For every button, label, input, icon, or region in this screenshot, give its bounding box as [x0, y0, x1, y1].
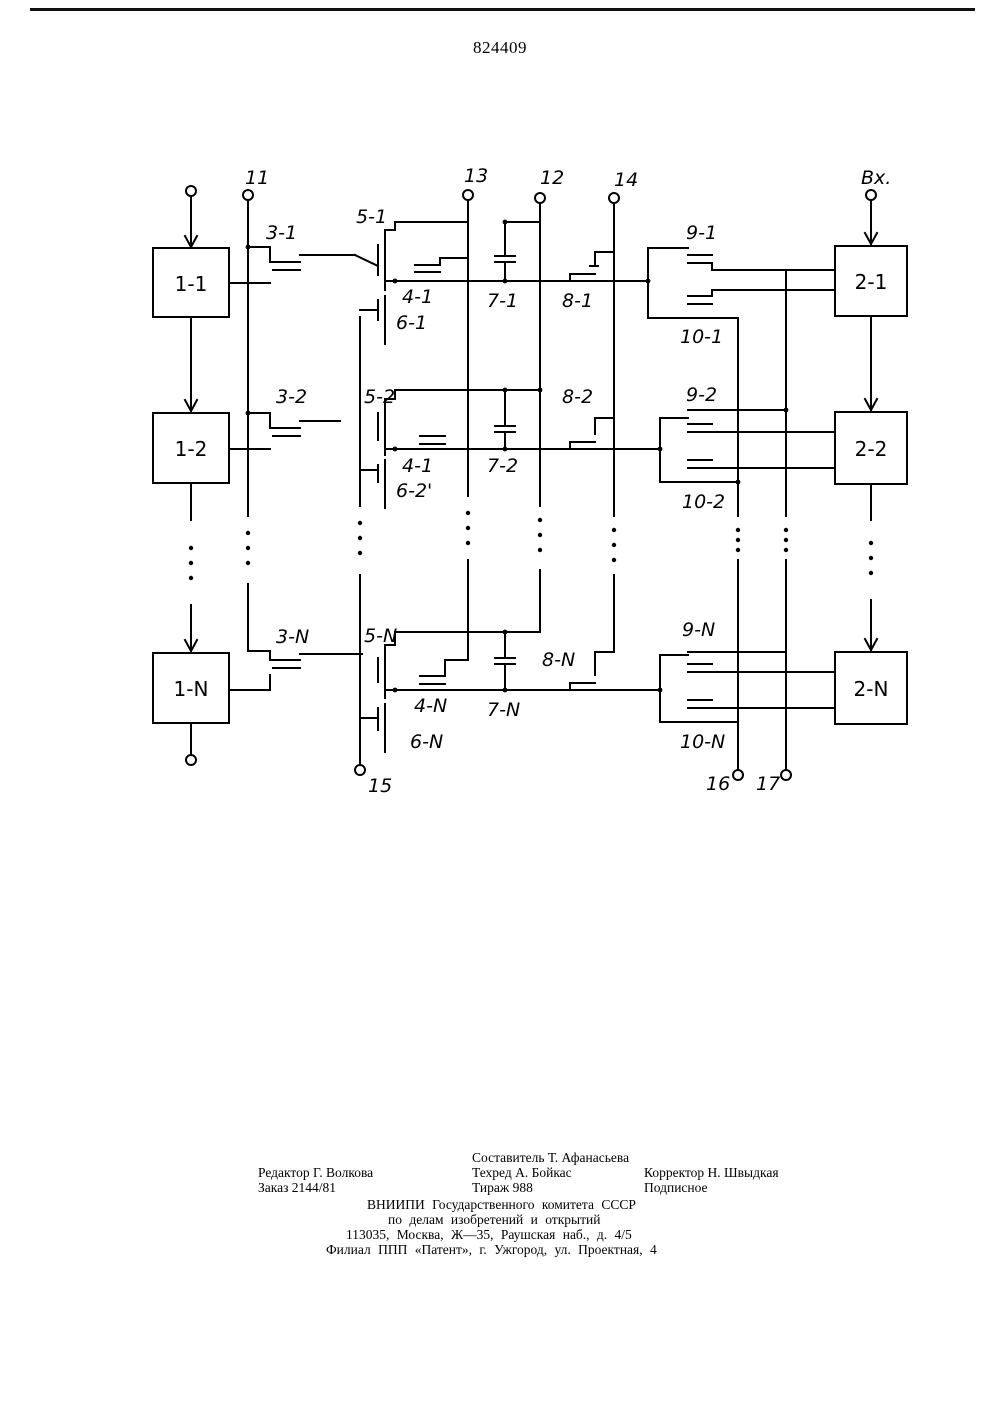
block-label-1-2: 1-2 [175, 437, 208, 461]
schematic-labels: 1-1 1-2 1-N 2-1 2-2 2-N 11 13 12 14 15 1… [174, 165, 892, 797]
label-8-1: 8-1 [562, 290, 593, 312]
label-7-2: 7-2 [487, 455, 518, 477]
input-label: Вх. [861, 167, 891, 189]
ellipsis-dots [869, 541, 873, 575]
block-label-1-N: 1-N [174, 677, 209, 701]
label-5-2: 5-2 [364, 386, 395, 408]
imprint-branch: Филиал ППП «Патент», г. Ужгород, ул. Про… [326, 1242, 657, 1257]
bus-11 [243, 190, 253, 651]
label-8-2: 8-2 [562, 386, 593, 408]
label-4-N: 4-N [414, 695, 447, 717]
cell-row-1 [360, 220, 570, 344]
ellipsis-dots [189, 546, 193, 580]
transistor-3-N [229, 651, 362, 690]
label-6-1: 6-1 [396, 312, 427, 334]
label-9-N: 9-N [682, 619, 715, 641]
label-7-N: 7-N [487, 699, 520, 721]
label-10-1: 10-1 [680, 326, 723, 348]
label-5-N: 5-N [364, 625, 397, 647]
bus-16 [733, 318, 743, 780]
label-8-N: 8-N [542, 649, 575, 671]
label-3-1: 3-1 [266, 222, 297, 244]
bus-label-12: 12 [540, 167, 564, 189]
label-6-2: 6-2' [396, 480, 432, 502]
label-10-2: 10-2 [682, 491, 725, 513]
bus-14 [609, 193, 619, 652]
transistor-8-N [570, 652, 660, 690]
transistor-3-1 [229, 245, 378, 283]
cell-row-N [360, 630, 570, 752]
label-3-2: 3-2 [276, 386, 307, 408]
bus-label-17: 17 [756, 773, 780, 795]
block-label-2-N: 2-N [854, 677, 889, 701]
output-terminal-left [186, 755, 196, 765]
label-5-1: 5-1 [356, 206, 387, 228]
imprint-address: 113035, Москва, Ж—35, Раушская наб., д. … [346, 1227, 632, 1242]
bus-13 [463, 190, 473, 660]
bus-label-16: 16 [706, 773, 730, 795]
transistor-pair-row-1 [646, 248, 835, 318]
label-9-1: 9-1 [686, 222, 717, 244]
input-terminal-right [866, 190, 876, 200]
label-9-2: 9-2 [686, 384, 717, 406]
transistor-8-1 [570, 252, 648, 281]
bus-label-11: 11 [245, 167, 269, 189]
label-7-1: 7-1 [487, 290, 518, 312]
bus-17 [781, 270, 791, 780]
imprint-org-line1: ВНИИПИ Государственного комитета СССР [367, 1197, 636, 1212]
block-label-2-2: 2-2 [855, 437, 888, 461]
imprint-compiler: Составитель Т. Афанасьева [472, 1150, 629, 1165]
imprint-print-run: Тираж 988 [472, 1180, 533, 1195]
transistor-pair-row-N [658, 652, 835, 722]
transistor-3-2 [229, 411, 340, 449]
label-4-2: 4-1 [402, 455, 433, 477]
imprint-order: Заказ 2144/81 [258, 1180, 336, 1195]
transistor-pair-row-2 [658, 410, 835, 482]
input-terminal-left [186, 186, 196, 196]
bus-12 [505, 193, 545, 632]
imprint-editor: Редактор Г. Волкова [258, 1165, 373, 1180]
block-label-1-1: 1-1 [175, 272, 208, 296]
bus-label-13: 13 [464, 165, 488, 187]
block-label-2-1: 2-1 [855, 270, 888, 294]
label-10-N: 10-N [680, 731, 725, 753]
label-6-N: 6-N [410, 731, 443, 753]
imprint-org-line2: по делам изобретений и открытий [388, 1212, 600, 1227]
label-3-N: 3-N [276, 626, 309, 648]
imprint-techred: Техред А. Бойкас [472, 1165, 572, 1180]
imprint-subscription: Подписное [644, 1180, 708, 1195]
bus-label-15: 15 [368, 775, 392, 797]
label-4-1: 4-1 [402, 286, 433, 308]
bus-label-14: 14 [614, 169, 638, 191]
imprint-corrector: Корректор Н. Швыдкая [644, 1165, 779, 1180]
